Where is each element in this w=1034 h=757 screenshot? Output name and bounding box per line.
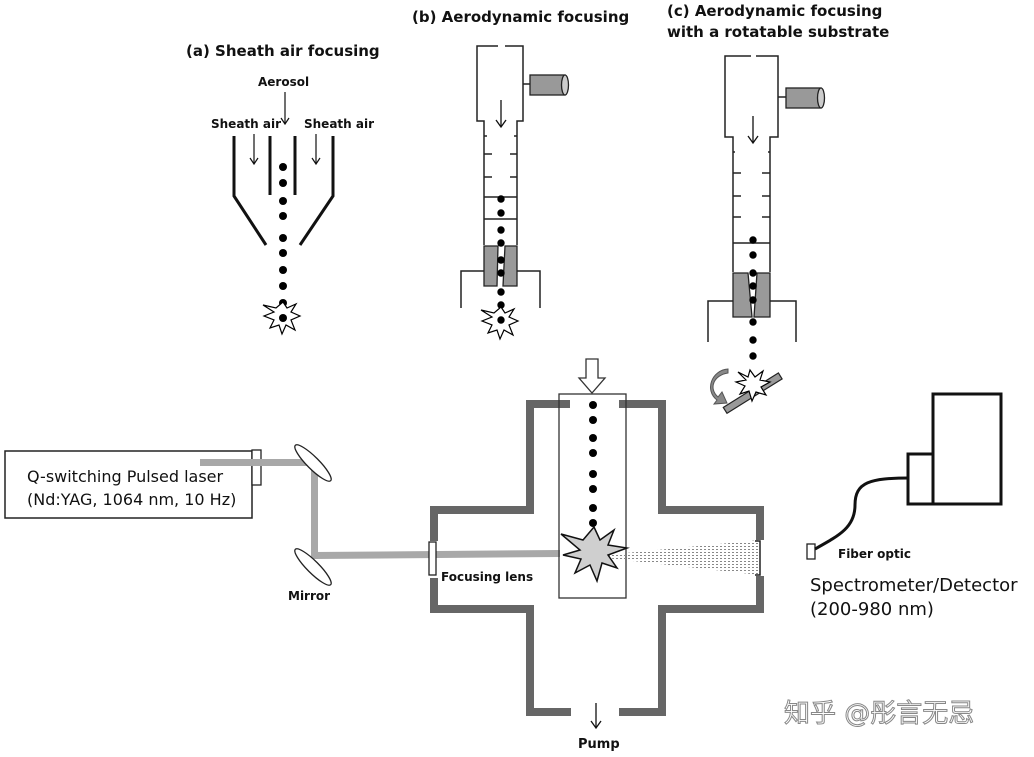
arrow-down-icon: [249, 92, 321, 166]
particle-stream: [749, 236, 757, 360]
nozzle-block-left: [732, 272, 753, 318]
particle-stream: [279, 163, 287, 307]
mirror-top: [294, 444, 332, 482]
panel-a-sheath-air-focusing: (a) Sheath air focusing Aerosol Sheath a…: [186, 42, 380, 336]
laser-label-line2: (Nd:YAG, 1064 nm, 10 Hz): [27, 490, 236, 509]
sheath-nozzle: [232, 136, 335, 246]
panel-c-title-line1: (c) Aerodynamic focusing: [667, 2, 882, 20]
panel-c-title-line2: with a rotatable substrate: [667, 23, 889, 41]
mirror-label: Mirror: [288, 589, 330, 603]
fiber-optic-probe: [806, 543, 816, 560]
particle-stream: [497, 195, 505, 309]
nozzle-block-right: [502, 245, 518, 287]
inlet-arrow-icon: [577, 358, 607, 394]
arrow-down-icon: [747, 116, 759, 145]
pump-label: Pump: [578, 737, 620, 752]
aerosol-label: Aerosol: [258, 75, 309, 89]
aerodynamic-lens-housing: [460, 45, 541, 308]
sheath-air-right-label: Sheath air: [304, 117, 374, 131]
spectrometer-label-line1: Spectrometer/Detector: [810, 575, 1018, 596]
sheath-air-left-label: Sheath air: [211, 117, 281, 131]
plasma-emission: [605, 540, 760, 575]
laser-label-line1: Q-switching Pulsed laser: [27, 467, 224, 486]
vacuum-chamber: [430, 400, 764, 716]
panel-a-title: (a) Sheath air focusing: [186, 42, 380, 60]
arrow-down-icon: [495, 100, 507, 129]
pump-connector-icon: [785, 87, 826, 109]
watermark: 知乎 @彤言无忌: [784, 699, 974, 729]
collection-window: [755, 540, 761, 576]
particle-stream: [589, 401, 597, 527]
panel-c-rotatable-substrate: (c) Aerodynamic focusing with a rotatabl…: [667, 2, 889, 415]
focusing-lens: [428, 541, 437, 576]
rotation-arrow-icon: [710, 368, 729, 405]
aerodynamic-lens-housing: [707, 55, 797, 342]
pump-arrow-icon: [590, 703, 602, 730]
nozzle-block-left: [483, 245, 499, 287]
panel-b-aerodynamic-focusing: (b) Aerodynamic focusing: [412, 8, 629, 341]
fiber-optic-cable: [814, 476, 911, 551]
pump-connector-icon: [529, 74, 570, 96]
plasma-spark-icon: [560, 525, 630, 584]
laser-beam-path: [200, 459, 560, 559]
spectrometer: [906, 392, 1003, 506]
fiber-optic-label: Fiber optic: [838, 547, 911, 561]
spectrometer-label-line2: (200-980 nm): [810, 599, 934, 620]
panel-b-title: (b) Aerodynamic focusing: [412, 8, 629, 26]
plasma-spark-icon: [734, 368, 772, 403]
mirror-bottom: [294, 548, 332, 586]
sample-inlet-tube: [558, 393, 627, 599]
libs-setup: Q-switching Pulsed laser (Nd:YAG, 1064 n…: [4, 358, 1018, 752]
nozzle-block-right: [753, 272, 771, 318]
focusing-lens-label: Focusing lens: [441, 570, 533, 584]
